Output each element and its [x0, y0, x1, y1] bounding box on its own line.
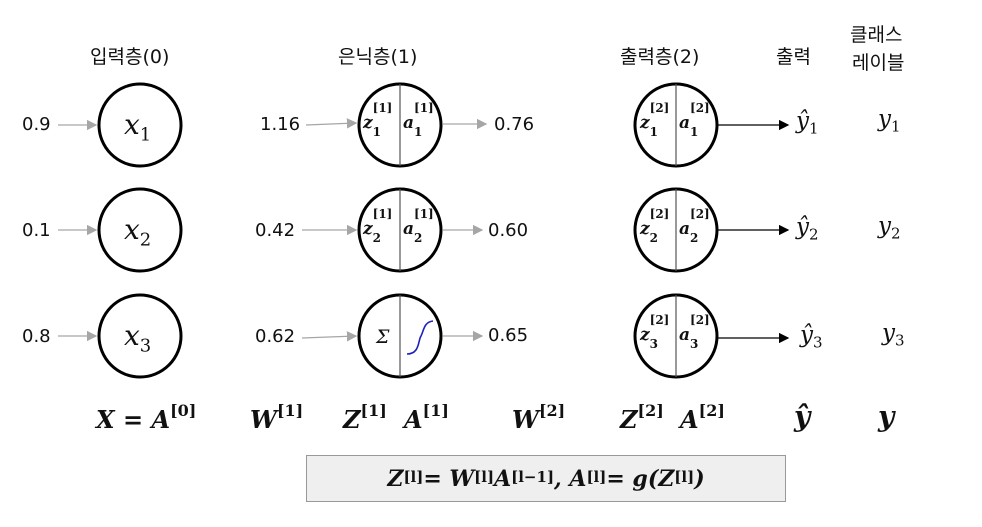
- output-node-z-2: z[2]2: [640, 207, 670, 246]
- matrix-a2: A[2]: [680, 401, 725, 434]
- hidden-node-a-1: a[1]1: [403, 101, 434, 140]
- input-node-label-1: x1: [124, 108, 152, 146]
- hidden-out-value-1: 0.76: [494, 114, 535, 135]
- input-node-label-2: x2: [124, 213, 152, 251]
- matrix-w2: W[2]: [512, 401, 566, 434]
- hidden-node-a-2: a[1]2: [403, 207, 434, 246]
- class-label-1: y1: [878, 106, 901, 136]
- input-layer-header: 입력층(0): [90, 46, 170, 68]
- hidden-layer-header: 은닉층(1): [338, 46, 418, 68]
- input-value-2: 0.1: [22, 220, 51, 241]
- prediction-1: ŷ1: [796, 108, 819, 138]
- class-label-3: y3: [882, 320, 905, 350]
- sigma-symbol: Σ: [376, 326, 390, 348]
- matrix-a1: A[1]: [404, 401, 449, 434]
- input-node-label-3: x3: [124, 319, 152, 357]
- prediction-3: ŷ3: [800, 322, 823, 352]
- hidden-in-value-3: 0.62: [255, 326, 296, 347]
- output-node-a-3: a[2]3: [679, 313, 710, 352]
- class-label-header-line2: 레이블: [852, 52, 905, 74]
- hidden-in-arrow-1: [305, 118, 358, 129]
- output-header: 출력: [776, 46, 811, 68]
- sigmoid-curve: [406, 320, 434, 355]
- input-value-3: 0.8: [22, 326, 51, 347]
- hidden-node-z-1: z[1]1: [363, 101, 393, 140]
- matrix-yhat: ŷ: [794, 400, 811, 433]
- hidden-node-z-2: z[1]2: [363, 207, 393, 246]
- hidden-in-value-1: 1.16: [260, 114, 301, 135]
- matrix-w1: W[1]: [250, 401, 304, 434]
- matrix-y: y: [878, 400, 895, 433]
- output-layer-header: 출력층(2): [620, 46, 700, 68]
- input-node-3: [97, 293, 183, 379]
- matrix-z2: Z[2]: [620, 401, 664, 434]
- matrix-x-a0: X = A[0]: [96, 401, 197, 434]
- input-node-1: [97, 82, 183, 168]
- matrix-z1: Z[1]: [343, 401, 387, 434]
- forward-propagation-formula: Z[l] = W[l]A[l−1], A[l] = g(Z[l]): [306, 455, 786, 502]
- hidden-out-value-2: 0.60: [488, 220, 529, 241]
- output-node-a-2: a[2]2: [679, 207, 710, 246]
- prediction-2: ŷ2: [796, 214, 819, 244]
- output-node-z-3: z[2]3: [640, 313, 670, 352]
- input-node-2: [97, 187, 183, 273]
- output-node-z-1: z[2]1: [640, 101, 670, 140]
- hidden-out-value-3: 0.65: [488, 325, 529, 346]
- class-label-header-line1: 클래스: [850, 24, 903, 46]
- output-node-a-1: a[2]1: [679, 101, 710, 140]
- input-value-1: 0.9: [22, 114, 51, 135]
- class-label-2: y2: [878, 213, 901, 243]
- hidden-in-arrow-3: [301, 331, 358, 342]
- hidden-in-value-2: 0.42: [255, 220, 296, 241]
